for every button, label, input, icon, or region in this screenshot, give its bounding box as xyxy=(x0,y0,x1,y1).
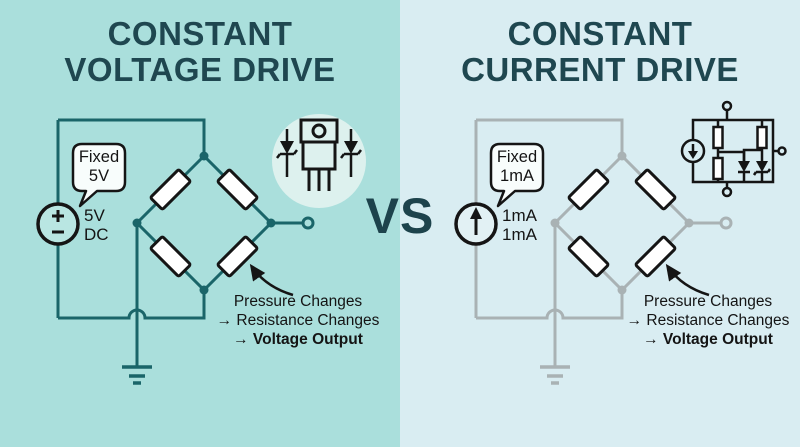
left-bridge-circuit xyxy=(36,118,315,385)
right-note-line1: Pressure Changes xyxy=(643,293,773,310)
right-curved-arrow xyxy=(665,263,710,297)
left-curved-arrow xyxy=(249,263,294,297)
right-bridge-circuit xyxy=(454,118,733,385)
current-source-circuit-icon xyxy=(680,100,787,198)
vs-label: VS xyxy=(365,188,435,244)
left-title-line1: CONSTANT xyxy=(107,15,293,52)
left-note: Pressure Changes → Resistance Changes → … xyxy=(203,292,393,349)
right-speech-bubble-text: Fixed 1mA xyxy=(496,148,538,185)
left-source-label: 5V DC xyxy=(84,206,109,244)
left-note-line3: → Voltage Output xyxy=(233,331,363,348)
right-note: Pressure Changes → Resistance Changes → … xyxy=(613,292,800,349)
left-speech-bubble xyxy=(71,142,127,208)
left-title: CONSTANT VOLTAGE DRIVE xyxy=(0,16,400,88)
right-note-line2: → Resistance Changes xyxy=(626,312,790,329)
left-note-line1: Pressure Changes xyxy=(233,293,363,310)
right-title: CONSTANT CURRENT DRIVE xyxy=(400,16,800,88)
voltage-source-symbol xyxy=(36,202,80,246)
right-title-line2: CURRENT DRIVE xyxy=(461,51,739,88)
right-source-label: 1mA 1mA xyxy=(502,206,537,244)
current-source-symbol xyxy=(454,202,498,246)
right-title-line1: CONSTANT xyxy=(507,15,693,52)
zener-diode-left xyxy=(276,129,298,177)
left-speech-bubble-text: Fixed 5V xyxy=(78,148,120,185)
right-speech-bubble xyxy=(489,142,545,208)
left-title-line2: VOLTAGE DRIVE xyxy=(64,51,336,88)
icon-zener-diode xyxy=(752,161,772,176)
zener-diode-right xyxy=(340,129,362,177)
left-note-line2: → Resistance Changes xyxy=(216,312,380,329)
regulator-diodes-icon xyxy=(272,114,366,208)
right-note-line3: → Voltage Output xyxy=(643,331,773,348)
icon-diode xyxy=(738,161,750,182)
